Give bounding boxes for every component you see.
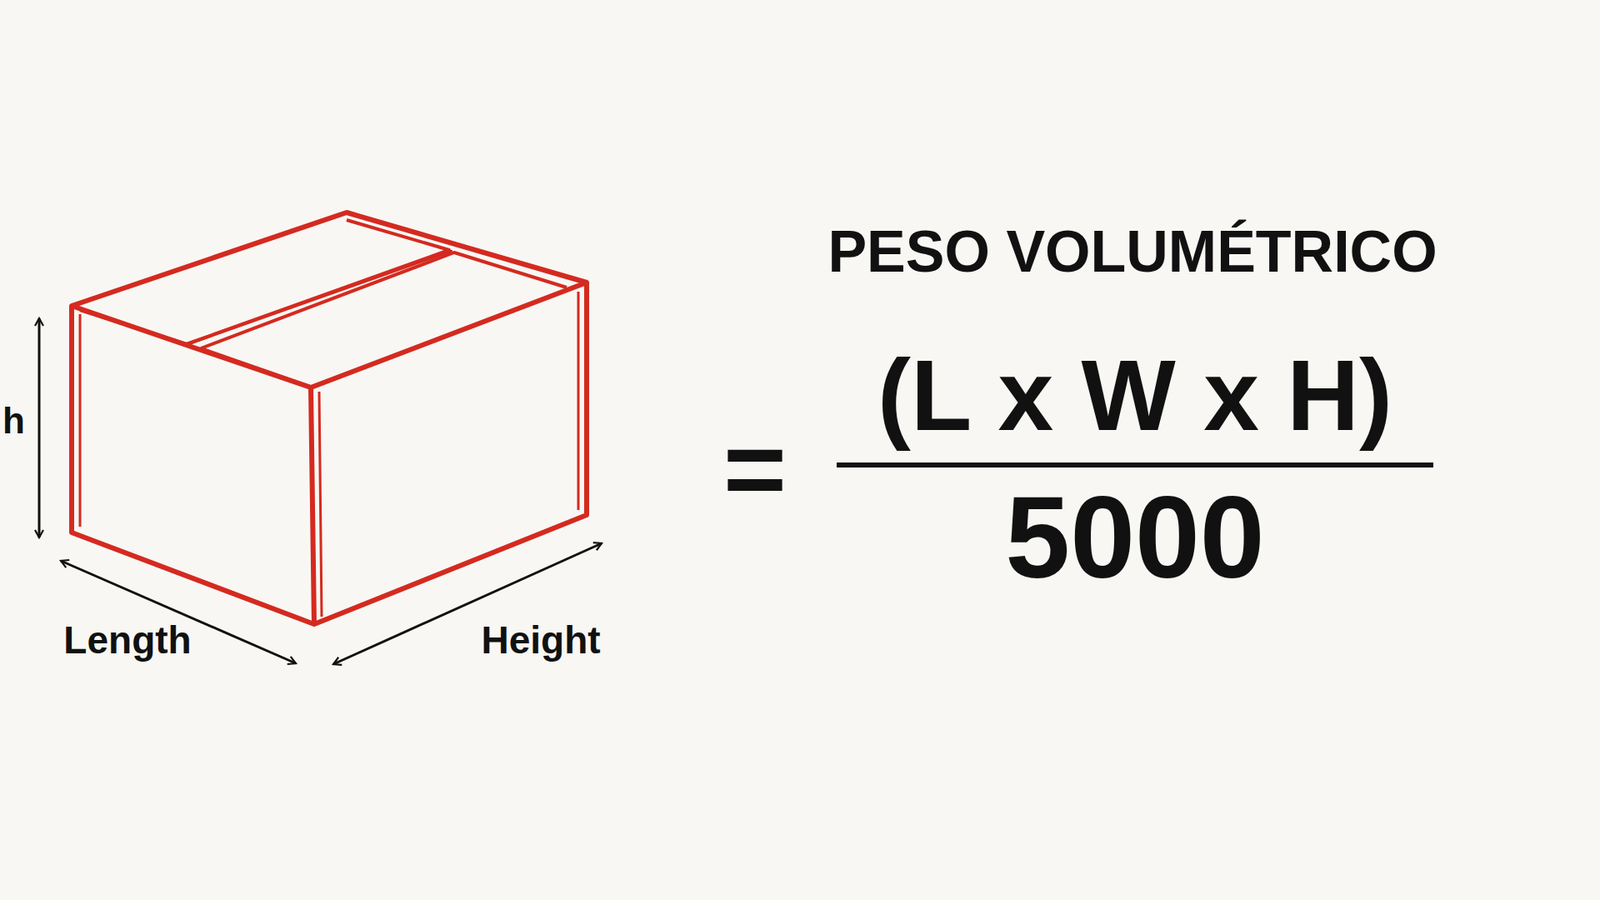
dimension-label: Height — [480, 620, 600, 660]
equals-sign: = — [723, 414, 787, 523]
cardboard-box — [71, 212, 587, 625]
formula-denominator: 5000 — [1005, 479, 1265, 596]
dimension-arrow — [333, 543, 602, 665]
dimension-label: Length — [63, 620, 191, 660]
box-outline — [71, 212, 587, 625]
dimension-arrow — [38, 318, 41, 538]
formula-numerator: (L x W x H) — [877, 345, 1393, 445]
dimension-arrows — [39, 318, 602, 665]
box-flap-seam — [80, 250, 451, 345]
formula-title: PESO VOLUMÉTRICO — [827, 222, 1437, 281]
box-front-edge — [310, 387, 315, 625]
dimension-label: h — [2, 402, 25, 440]
box-inner-edge — [80, 291, 579, 617]
box-flap-line — [186, 220, 450, 345]
box-flap-line — [200, 252, 567, 387]
dimension-arrow — [60, 560, 296, 664]
fraction-bar — [836, 462, 1434, 468]
